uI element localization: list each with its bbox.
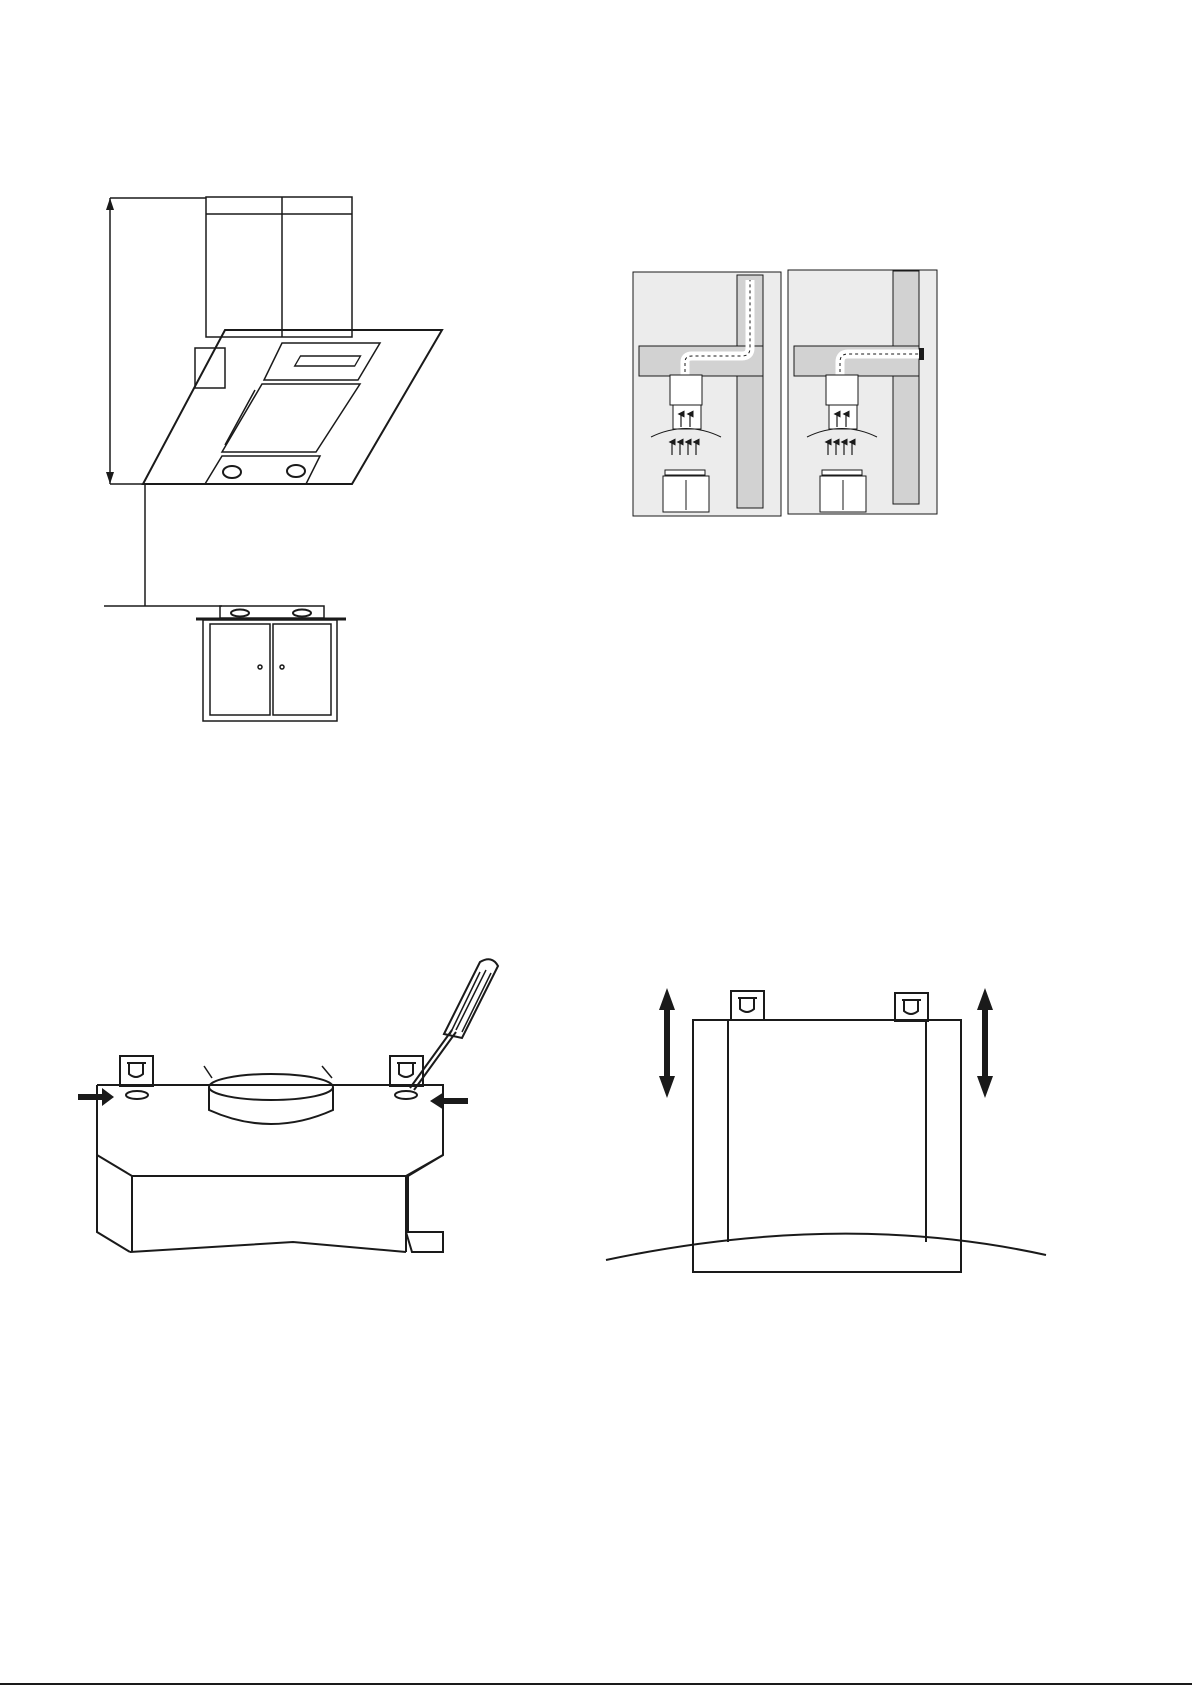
hood-top-curve [606, 1234, 1046, 1260]
filter-area [222, 384, 360, 452]
hood-glass-panel [143, 330, 442, 484]
duct-collar-side [209, 1087, 333, 1124]
hood-top-mounting-diagram [78, 959, 498, 1252]
bracket-icon-right-2 [895, 993, 928, 1021]
bracket-left-icon [120, 1056, 153, 1086]
arrow-left-icon [430, 1092, 468, 1110]
ceiling-beam [639, 346, 763, 376]
hood-back-body [195, 348, 225, 388]
wall-vertical-2 [893, 271, 919, 504]
hood-installation-diagram [104, 197, 442, 721]
lamp-left-icon [223, 466, 241, 478]
burner-left-icon [231, 610, 249, 617]
screw-hole-left-icon [126, 1091, 148, 1099]
burner-right-icon [293, 610, 311, 617]
lamp-bar [205, 456, 320, 484]
display-window [295, 356, 361, 366]
control-plate [264, 343, 380, 380]
double-arrow-left-icon [659, 988, 675, 1098]
cabinet-knob-left-icon [258, 665, 262, 669]
double-arrow-right-icon [977, 988, 993, 1098]
airflow-panel-horizontal [788, 270, 937, 514]
motor-box [673, 405, 701, 429]
dimension-arrow-bottom-icon [106, 472, 114, 484]
chimney [206, 197, 352, 337]
hood-body-outline [97, 1085, 443, 1252]
cabinet-knob-right-icon [280, 665, 284, 669]
bracket-icon-left-2 [731, 991, 764, 1020]
chimney-adjustment-diagram [606, 988, 1046, 1272]
duct-collar-top [209, 1074, 333, 1100]
screw-hole-right-icon [395, 1091, 417, 1099]
dimension-arrow-top-icon [106, 198, 114, 210]
bracket-right-icon [390, 1056, 423, 1086]
chimney-box [670, 375, 702, 405]
lamp-right-icon [287, 465, 305, 477]
screwdriver-icon [410, 959, 498, 1090]
airflow-panel-vertical [633, 272, 781, 516]
outlet-cap [919, 348, 924, 360]
